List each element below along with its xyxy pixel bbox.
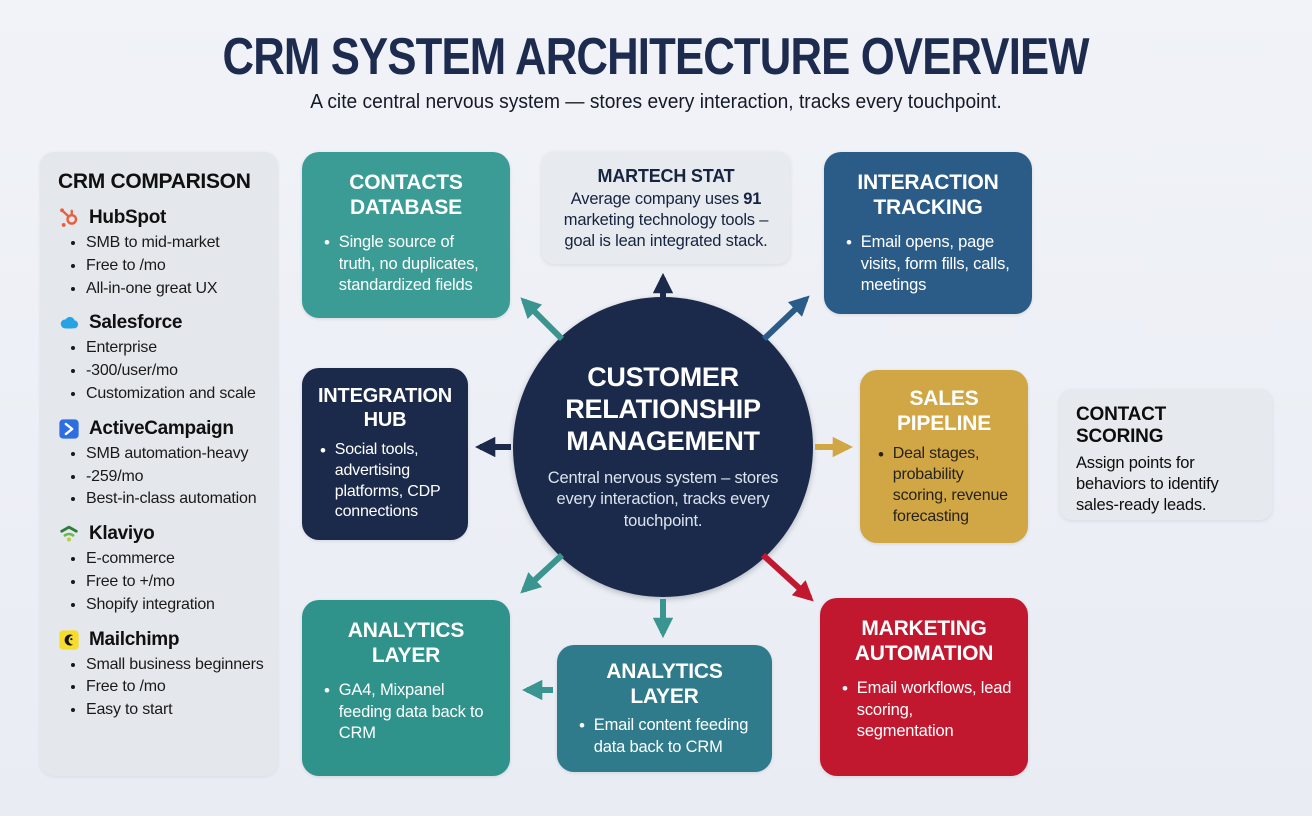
- crm-entry-name: Mailchimp: [89, 628, 180, 650]
- analytics-layer-bottom-title: ANALYTICS LAYER: [606, 660, 723, 709]
- salesforce-cloud-icon: [60, 317, 79, 329]
- crm-entry-bullet: Free to /mo: [86, 256, 264, 277]
- crm-entry-name: Klaviyo: [89, 523, 155, 545]
- contacts-database-title: CONTACTS DATABASE: [349, 171, 463, 220]
- arrow-center-to-interaction: [761, 295, 810, 342]
- crm-entry-bullet: Enterprise: [86, 338, 264, 359]
- crm-entry-bullet: -259/mo: [86, 467, 264, 488]
- crm-entry-name: ActiveCampaign: [89, 417, 234, 439]
- contact-scoring-title: CONTACT SCORING: [1076, 404, 1167, 447]
- klaviyo-signal-icon: [60, 525, 78, 542]
- contacts-database-box: CONTACTS DATABASE Single source of truth…: [302, 152, 510, 318]
- interaction-tracking-bullet: Email opens, page visits, form fills, ca…: [860, 233, 1010, 295]
- header: CRM SYSTEM ARCHITECTURE OVERVIEW A cite …: [0, 30, 1312, 114]
- integration-hub-box: INTEGRATION HUB Social tools, advertisin…: [302, 368, 468, 540]
- analytics-layer-left-box: ANALYTICS LAYER GA4, Mixpanel feeding da…: [302, 600, 510, 776]
- crm-entry-bullet: Easy to start: [86, 700, 264, 721]
- integration-hub-bullet: Social tools, advertising platforms, CDP…: [334, 441, 441, 521]
- analytics-layer-left-title: ANALYTICS LAYER: [347, 619, 465, 668]
- arrow-center-to-contacts: [520, 297, 565, 342]
- marketing-automation-box: MARKETING AUTOMATION Email workflows, le…: [820, 598, 1028, 776]
- crm-entry-klaviyo: Klaviyo E-commerce Free to +/mo Shopify …: [58, 523, 264, 615]
- analytics-layer-bottom-box: ANALYTICS LAYER Email content feeding da…: [557, 645, 772, 772]
- crm-entry-name: Salesforce: [89, 312, 183, 334]
- analytics-layer-bottom-bullet: Email content feeding data back to CRM: [593, 716, 749, 756]
- crm-center-subtitle: Central nervous system – stores every in…: [547, 468, 779, 530]
- analytics-layer-left-bullet: GA4, Mixpanel feeding data back to CRM: [338, 681, 484, 743]
- page-subtitle: A cite central nervous system — stores e…: [310, 90, 1002, 113]
- crm-entry-hubspot: HubSpot SMB to mid-market Free to /mo Al…: [58, 207, 264, 299]
- crm-entry-salesforce: Salesforce Enterprise -300/user/mo Custo…: [58, 312, 264, 404]
- hubspot-sprocket-icon: [60, 208, 78, 227]
- interaction-tracking-title: INTERACTION TRACKING: [857, 171, 999, 220]
- martech-stat-callout: MARTECH STAT Average company uses 91 mar…: [542, 152, 790, 264]
- page-title: CRM SYSTEM ARCHITECTURE OVERVIEW: [222, 28, 1090, 86]
- sales-pipeline-box: SALES PIPELINE Deal stages, probability …: [860, 370, 1028, 543]
- crm-entry-bullet: All-in-one great UX: [86, 279, 264, 300]
- crm-entry-bullet: SMB automation-heavy: [86, 444, 264, 465]
- contacts-database-bullet: Single source of truth, no duplicates, s…: [338, 233, 479, 295]
- crm-entry-bullet: Free to +/mo: [86, 572, 264, 593]
- activecampaign-chevron-icon: [59, 419, 79, 439]
- sales-pipeline-bullet: Deal stages, probability scoring, revenu…: [892, 445, 1008, 525]
- crm-center-title: CUSTOMER RELATIONSHIP MANAGEMENT: [565, 362, 761, 456]
- crm-comparison-panel: CRM COMPARISON HubSpot SMB to mid-market…: [40, 152, 278, 776]
- mailchimp-freddie-icon: [59, 629, 79, 650]
- arrow-center-to-marketing: [760, 552, 814, 602]
- martech-stat-title: MARTECH STAT: [597, 166, 735, 186]
- crm-entry-bullet: SMB to mid-market: [86, 233, 264, 254]
- crm-entry-bullet: -300/user/mo: [86, 361, 264, 382]
- contact-scoring-body: Assign points for behaviors to identify …: [1076, 454, 1219, 515]
- crm-entry-activecampaign: ActiveCampaign SMB automation-heavy -259…: [58, 418, 264, 510]
- crm-comparison-title: CRM COMPARISON: [58, 170, 251, 193]
- crm-entry-bullet: Free to /mo: [86, 677, 264, 698]
- crm-entry-name: HubSpot: [89, 207, 167, 228]
- crm-entry-bullet: Best-in-class automation: [86, 489, 264, 510]
- arrow-center-to-analytics-left: [520, 552, 565, 594]
- contact-scoring-callout: CONTACT SCORING Assign points for behavi…: [1060, 390, 1272, 520]
- crm-entry-mailchimp: Mailchimp Small business beginners Free …: [58, 629, 264, 721]
- crm-entry-bullet: Shopify integration: [86, 595, 264, 616]
- martech-stat-body: Average company uses 91 marketing techno…: [563, 190, 769, 251]
- crm-entry-bullet: Customization and scale: [86, 384, 264, 405]
- marketing-automation-bullet: Email workflows, lead scoring, segmentat…: [856, 679, 1012, 741]
- integration-hub-title: INTEGRATION HUB: [317, 385, 453, 431]
- sales-pipeline-title: SALES PIPELINE: [896, 387, 992, 436]
- crm-center-circle: CUSTOMER RELATIONSHIP MANAGEMENT Central…: [513, 297, 813, 597]
- interaction-tracking-box: INTERACTION TRACKING Email opens, page v…: [824, 152, 1032, 314]
- crm-entry-bullet: Small business beginners: [86, 655, 264, 676]
- crm-entry-bullet: E-commerce: [86, 549, 264, 570]
- marketing-automation-title: MARKETING AUTOMATION: [854, 617, 994, 666]
